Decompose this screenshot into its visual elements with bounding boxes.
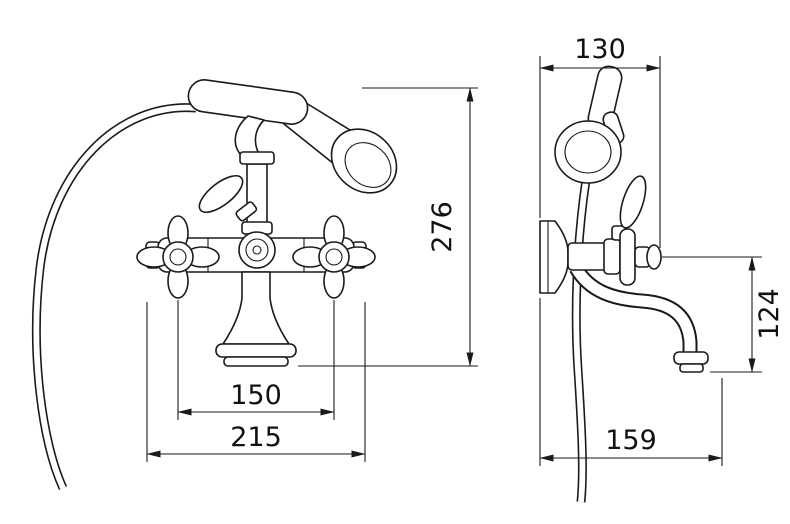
dim-front-handle-spacing: 150: [177, 300, 335, 420]
shower-hose-front: [31, 103, 197, 490]
dim-side-top-width: 130: [539, 34, 661, 248]
dimension-lines: 276 150 215 130 124: [146, 34, 785, 466]
spout-side: [569, 263, 709, 373]
front-view: [31, 79, 398, 490]
diverter-knob-front: [238, 231, 276, 269]
spout-front: [215, 271, 297, 367]
side-view: [539, 65, 709, 503]
dim-label-side-spout-drop: 124: [754, 288, 785, 340]
hand-shower-side: [554, 65, 625, 184]
dim-front-overall-height: 276: [298, 87, 478, 367]
cradle-and-column-front: [234, 115, 275, 241]
shower-hose-side: [571, 179, 591, 503]
diverter-lever-front: [198, 174, 258, 222]
hand-shower-front: [187, 79, 398, 194]
dim-front-overall-width: 215: [146, 302, 366, 462]
dim-label-front-overall-height: 276: [427, 201, 458, 253]
wall-plate-side: [539, 220, 569, 294]
cross-handle-side: [619, 228, 662, 286]
cross-handle-right: [292, 215, 376, 299]
dim-label-front-overall-width: 215: [230, 422, 282, 453]
dim-side-overall-depth: 159: [539, 298, 723, 466]
dim-label-front-handle-spacing: 150: [230, 380, 282, 411]
dim-side-spout-drop: 124: [662, 256, 785, 373]
mixer-body-side: [567, 238, 621, 275]
dim-label-side-top-width: 130: [574, 34, 626, 65]
cross-handle-left: [136, 215, 220, 299]
dim-label-side-overall-depth: 159: [605, 425, 657, 456]
